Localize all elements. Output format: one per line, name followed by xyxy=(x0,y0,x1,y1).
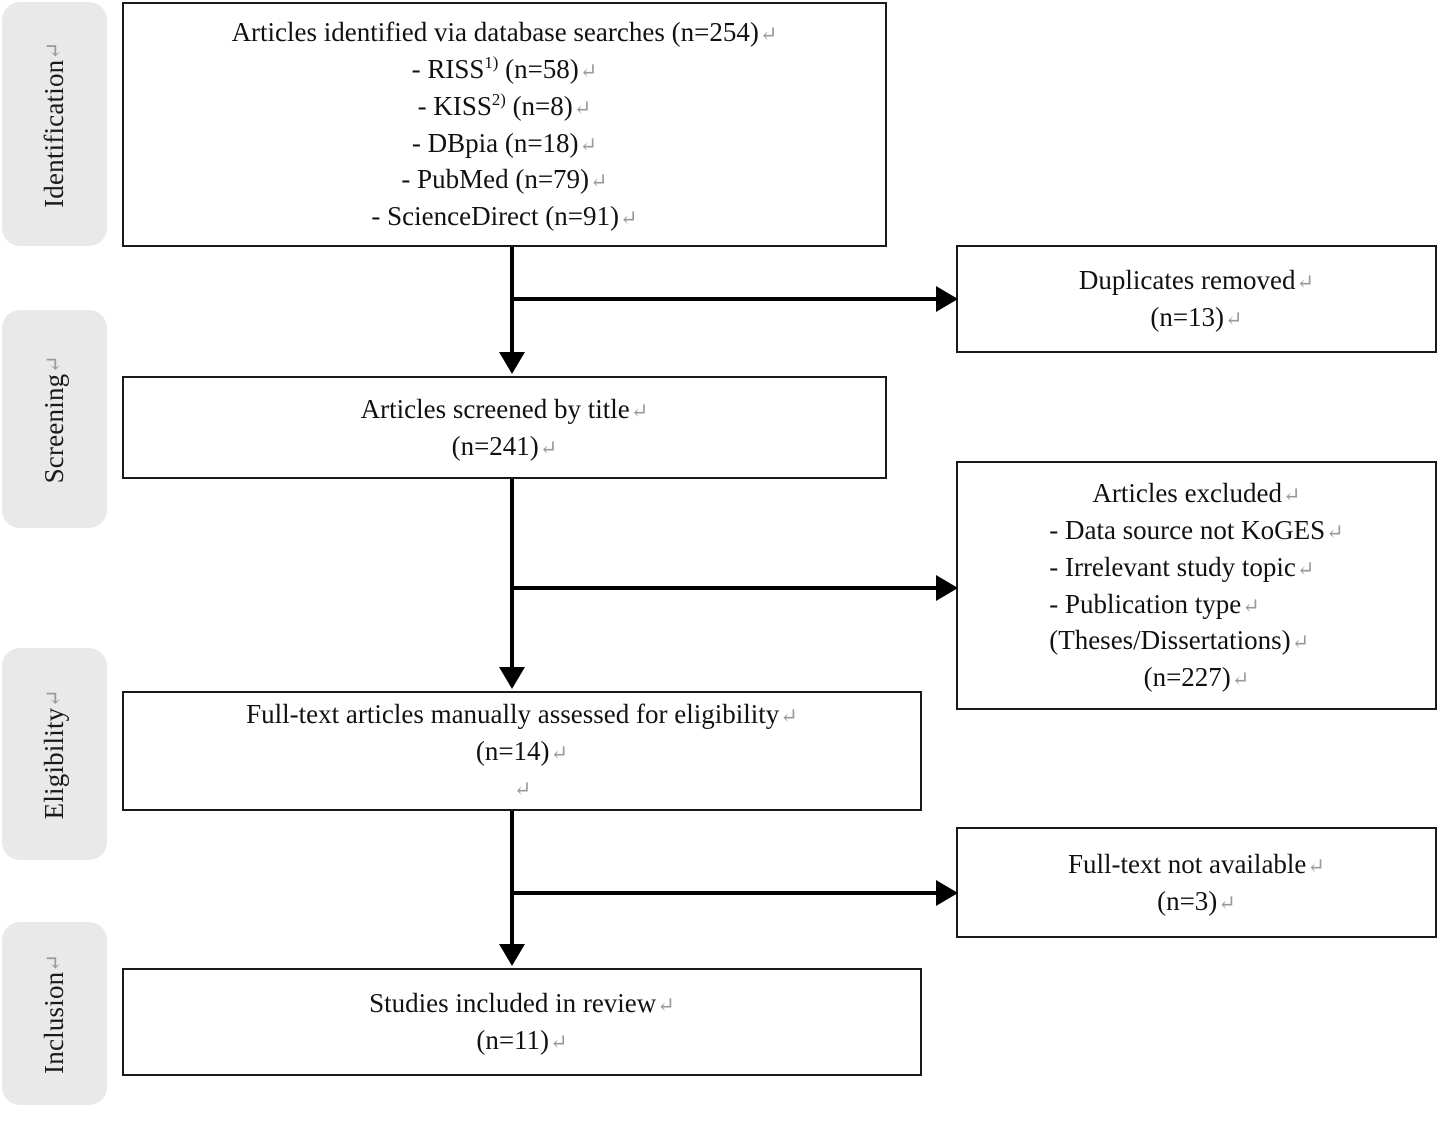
duplicates-removed-box: Duplicates removed↵ (n=13)↵ xyxy=(956,245,1437,353)
pilcrow-icon: ↵ xyxy=(41,688,66,708)
pilcrow-icon: ↵ xyxy=(41,354,66,374)
identified-source-pubmed: - PubMed (n=79)↵ xyxy=(401,164,608,195)
unavailable-line-1: Full-text not available↵ xyxy=(1067,848,1326,879)
pilcrow-icon: ↵ xyxy=(1242,593,1260,618)
unavailable-line-2: (n=3)↵ xyxy=(1157,885,1236,916)
identified-source-sciencedirect: - ScienceDirect (n=91)↵ xyxy=(371,200,638,231)
excluded-reason-1: - Data source not KoGES↵ xyxy=(1049,515,1344,546)
arrowhead-identified-to-duplicates xyxy=(936,286,958,312)
articles-identified-box: Articles identified via database searche… xyxy=(122,2,887,247)
arrowhead-screened-to-fulltext xyxy=(499,667,525,689)
pilcrow-icon: ↵ xyxy=(550,1030,568,1054)
connector-identified-to-duplicates xyxy=(512,297,938,301)
studies-included-box: Studies included in review↵ (n=11)↵ xyxy=(122,968,922,1076)
pilcrow-icon: ↵ xyxy=(657,993,675,1018)
included-line-1: Studies included in review↵ xyxy=(369,988,675,1019)
screened-line-2: (n=241)↵ xyxy=(451,430,558,461)
fulltext-line-2: (n=14)↵ xyxy=(475,735,569,766)
pilcrow-icon: ↵ xyxy=(630,398,649,423)
footnote-marker-2: 2) xyxy=(491,89,506,109)
pilcrow-icon: ↵ xyxy=(590,169,608,194)
pilcrow-icon: ↵ xyxy=(41,953,66,972)
arrowhead-screened-to-excluded xyxy=(936,575,958,601)
pilcrow-icon: ↵ xyxy=(780,703,798,728)
pilcrow-icon: ↵ xyxy=(513,777,532,802)
pilcrow-icon: ↵ xyxy=(759,22,778,47)
pilcrow-icon: ↵ xyxy=(1283,483,1301,508)
pilcrow-icon: ↵ xyxy=(579,59,598,84)
included-line-2: (n=11)↵ xyxy=(476,1025,568,1055)
pilcrow-icon: ↵ xyxy=(550,740,569,765)
excluded-heading: Articles excluded↵ xyxy=(1092,478,1301,509)
fulltext-line-1: Full-text articles manually assessed for… xyxy=(246,698,798,729)
footnote-marker-1: 1) xyxy=(484,53,499,73)
excluded-reason-2: - Irrelevant study topic↵ xyxy=(1049,551,1315,582)
connector-fulltext-to-unavailable xyxy=(512,891,938,895)
pilcrow-icon: ↵ xyxy=(1326,520,1344,545)
connector-fulltext-to-included xyxy=(510,811,514,946)
pilcrow-icon: ↵ xyxy=(41,40,66,60)
pilcrow-icon: ↵ xyxy=(1307,853,1326,878)
excluded-count: (n=227)↵ xyxy=(1143,661,1250,692)
identified-source-dbpia: - DBpia (n=18)↵ xyxy=(411,127,598,158)
stage-label-identification: Identification↵ xyxy=(39,40,69,208)
pilcrow-icon: ↵ xyxy=(1291,630,1310,655)
full-text-not-available-box: Full-text not available↵ (n=3)↵ xyxy=(956,827,1437,938)
stage-pill-identification: Identification↵ xyxy=(2,2,107,246)
pilcrow-icon: ↵ xyxy=(1231,666,1250,691)
pilcrow-icon: ↵ xyxy=(1218,890,1236,915)
stage-pill-screening: Screening↵ xyxy=(2,310,107,528)
pilcrow-icon: ↵ xyxy=(539,435,558,460)
connector-screened-to-fulltext xyxy=(510,479,514,669)
stage-pill-inclusion: Inclusion↵ xyxy=(2,922,107,1105)
pilcrow-icon: ↵ xyxy=(620,205,638,230)
screened-line-1: Articles screened by title↵ xyxy=(360,393,649,424)
pilcrow-icon: ↵ xyxy=(573,95,592,120)
identified-source-riss: - RISS1) (n=58)↵ xyxy=(411,53,598,85)
articles-excluded-box: Articles excluded↵ - Data source not KoG… xyxy=(956,461,1437,710)
pilcrow-icon: ↵ xyxy=(579,132,598,157)
fulltext-line-3: ↵ xyxy=(124,769,920,806)
duplicates-line-2: (n=13)↵ xyxy=(1150,302,1243,332)
stage-label-screening: Screening↵ xyxy=(39,354,69,484)
connector-screened-to-excluded xyxy=(512,586,938,590)
duplicates-line-1: Duplicates removed↵ xyxy=(1078,265,1315,296)
connector-identified-to-screened xyxy=(510,247,514,355)
stage-label-inclusion: Inclusion↵ xyxy=(39,953,69,1074)
excluded-reason-3: - Publication type↵ xyxy=(1049,588,1260,619)
stage-pill-eligibility: Eligibility↵ xyxy=(2,648,107,860)
full-text-assessed-box: Full-text articles manually assessed for… xyxy=(122,691,922,811)
arrowhead-fulltext-to-included xyxy=(499,944,525,966)
identified-source-kiss: - KISS2) (n=8)↵ xyxy=(417,89,592,121)
arrowhead-fulltext-to-unavailable xyxy=(936,880,958,906)
excluded-reason-4: (Theses/Dissertations)↵ xyxy=(1049,625,1310,656)
articles-screened-box: Articles screened by title↵ (n=241)↵ xyxy=(122,376,887,479)
pilcrow-icon: ↵ xyxy=(1296,556,1315,581)
pilcrow-icon: ↵ xyxy=(1225,307,1243,331)
identified-heading: Articles identified via database searche… xyxy=(231,17,778,48)
pilcrow-icon: ↵ xyxy=(1296,270,1315,295)
stage-label-eligibility: Eligibility↵ xyxy=(39,688,69,820)
arrowhead-identified-to-screened xyxy=(499,352,525,374)
